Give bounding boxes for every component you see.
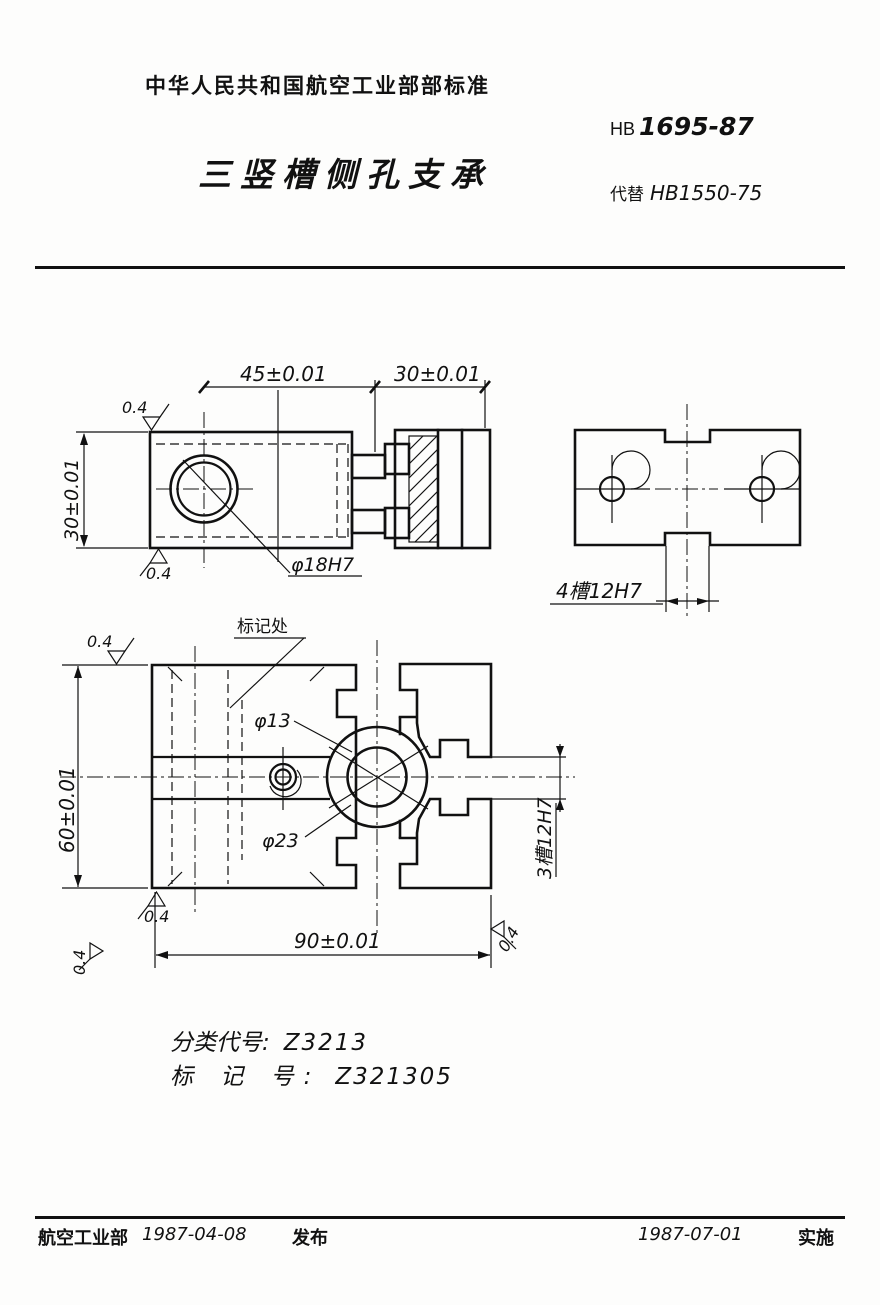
dim-60-label: 60±0.01 [55,766,79,853]
standard-prefix: HB [610,119,636,139]
finish-value: 0.4 [494,923,523,955]
finish-mark-90-left: 0.4 [70,941,105,975]
class-code-row: 分类代号: Z3213 [170,1026,453,1060]
mark-code-row: 标 记 号: Z321305 [170,1060,453,1094]
mark-code-label: 标 记 号: [170,1064,322,1090]
standard-number: 1695-87 [639,112,754,141]
hole-phi13-label: φ13 [254,710,291,732]
footer-publish-label: 发布 [292,1228,328,1248]
dimension-30-left: 30±0.01 [61,431,148,549]
dimension-60: 60±0.01 [55,664,148,889]
dim-30-left-label: 30±0.01 [61,459,83,541]
side-hole-right [724,450,801,523]
class-code-label: 分类代号: [170,1030,270,1056]
section-hatching [408,435,439,543]
plan-view: 60±0.01 90±0.01 3槽12H7 [55,617,575,975]
finish-mark-plan-top: 0.4 [87,632,135,666]
finish-mark-90-right: 0.4 [489,919,523,955]
replaces-label: 代替 [610,185,644,204]
footer-publish-date: 1987-04-08 [142,1224,247,1245]
footer-divider [35,1216,845,1219]
hole-phi18-callout: φ18H7 [182,459,362,577]
dim-90-label: 90±0.01 [294,929,381,953]
document-title: 三竖槽侧孔支承 [198,155,492,194]
finish-mark-front-top: 0.4 [122,398,170,432]
slot-4-label: 4槽12H7 [556,579,642,603]
dim-45-label: 45±0.01 [240,362,327,386]
mark-code-value: Z321305 [335,1064,453,1090]
marking-note-label: 标记处 [237,617,288,636]
dimension-90: 90±0.01 [154,892,492,968]
finish-value: 0.4 [146,564,171,583]
finish-value: 0.4 [144,907,169,926]
hole-phi23-callout: φ23 [262,804,352,852]
finish-value: 0.4 [122,398,147,417]
footer-implement-label: 实施 [798,1228,834,1248]
hole-phi18-label: φ18H7 [291,554,354,576]
slot-4-callout: 4槽12H7 [550,546,719,612]
footer-implement-date: 1987-07-01 [638,1224,743,1245]
hole-phi23-label: φ23 [262,830,299,852]
hole-phi13-callout: φ13 [254,710,353,753]
header-divider [35,266,845,269]
marking-note-callout: 标记处 [229,617,306,709]
class-code-value: Z3213 [283,1030,369,1056]
dim-30-top-label: 30±0.01 [394,362,481,386]
org-title: 中华人民共和国航空工业部部标准 [145,75,490,98]
slot-3-label: 3槽12H7 [534,797,556,879]
replaces-number: HB1550-75 [650,181,763,205]
classification-block: 分类代号: Z3213 标 记 号: Z321305 [170,1026,453,1094]
finish-mark-front-bottom: 0.4 [139,547,171,583]
dimension-45: 45±0.01 30±0.01 [198,362,491,452]
footer-issuer: 航空工业部 [38,1228,128,1248]
finish-value: 0.4 [70,950,89,975]
side-view: 4槽12H7 [550,404,802,618]
finish-mark-plan-bottom: 0.4 [137,890,169,926]
side-hole-left [574,450,651,523]
front-view: 45±0.01 30±0.01 30±0.01 φ18H7 [61,362,492,583]
finish-value: 0.4 [87,632,112,651]
technical-drawing: 45±0.01 30±0.01 30±0.01 φ18H7 [55,362,802,975]
slot-3-callout: 3槽12H7 [491,744,566,879]
replaces-line: 代替 HB1550-75 [610,180,762,205]
